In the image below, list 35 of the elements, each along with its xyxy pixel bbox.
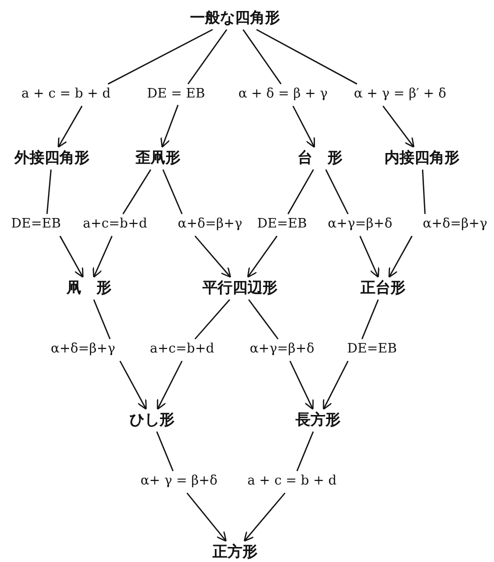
condition-formula: α+γ=β+δ — [248, 342, 316, 358]
condition-formula: α+δ=β+γ — [50, 342, 116, 358]
arrow — [156, 298, 230, 410]
arrow — [322, 298, 379, 410]
shape-name: 正方形 — [212, 543, 258, 561]
arrow — [160, 28, 228, 148]
arrow — [92, 168, 152, 278]
shape-name: 凧 形 — [66, 279, 112, 297]
arrow — [325, 168, 380, 278]
shape-name: 歪凧形 — [136, 149, 180, 167]
condition-formula: α + δ = β + γ — [237, 88, 329, 102]
shape-name: ひし形 — [130, 411, 174, 429]
shape-name: 正台形 — [360, 279, 406, 297]
arrow — [162, 168, 232, 278]
arrow — [93, 298, 147, 410]
condition-formula: α+γ=β+δ — [326, 218, 394, 232]
arrow — [248, 298, 314, 410]
condition-formula: α+ γ = β+δ — [140, 474, 218, 490]
shape-name: 一般な四角形 — [190, 9, 280, 27]
shape-name: 長方形 — [296, 411, 340, 429]
arrow — [242, 28, 316, 148]
arrow — [244, 430, 314, 542]
shape-name: 台 形 — [298, 149, 342, 167]
arrow — [247, 168, 314, 278]
shape-name: 内接四角形 — [384, 149, 460, 167]
arrow — [156, 430, 227, 542]
shape-name: 平行四辺形 — [202, 279, 278, 297]
condition-formula: α+δ=β+γ — [176, 218, 244, 232]
condition-formula: α+δ=β+γ — [422, 218, 488, 232]
shape-name: 外接四角形 — [14, 149, 90, 167]
arrow — [256, 28, 414, 148]
arrow — [46, 168, 84, 278]
arrow — [388, 168, 426, 278]
arrow — [58, 28, 214, 148]
condition-formula: α + γ = β′ + δ — [352, 88, 448, 102]
